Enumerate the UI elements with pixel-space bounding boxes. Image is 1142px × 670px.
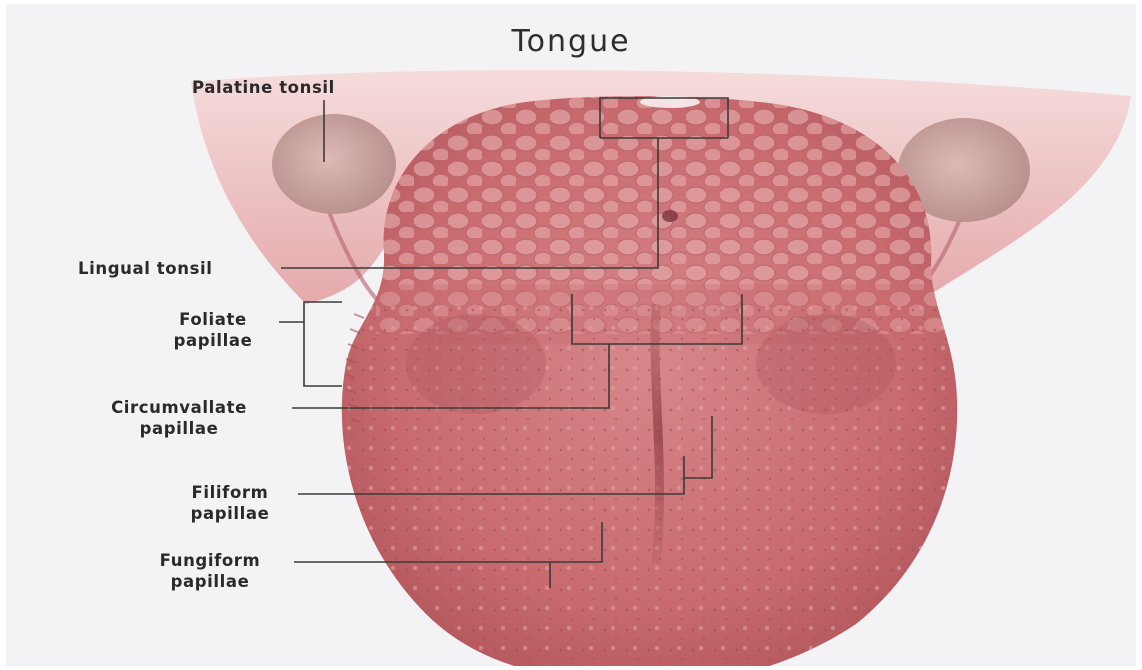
label-palatine-tonsil: Palatine tonsil [192, 77, 335, 98]
label-filiform-line2: papillae [164, 503, 296, 524]
diagram-title: Tongue [6, 24, 1136, 59]
label-filiform-papillae: Filiform papillae [164, 482, 296, 524]
label-fungiform-line1: Fungiform [130, 550, 290, 571]
label-fungiform-line2: papillae [130, 571, 290, 592]
label-lingual-tonsil: Lingual tonsil [78, 258, 213, 279]
label-circumvallate-line1: Circumvallate [74, 397, 284, 418]
label-foliate-papillae: Foliate papillae [138, 309, 288, 351]
label-filiform-line1: Filiform [164, 482, 296, 503]
left-palatine-tonsil [272, 114, 396, 214]
label-foliate-line2: papillae [138, 330, 288, 351]
label-circumvallate-papillae: Circumvallate papillae [74, 397, 284, 439]
label-foliate-line1: Foliate [138, 309, 288, 330]
label-circumvallate-line2: papillae [74, 418, 284, 439]
label-fungiform-papillae: Fungiform papillae [130, 550, 290, 592]
tongue-diagram: Tongue Palatine tonsil Lingual tonsil Fo… [6, 4, 1136, 666]
